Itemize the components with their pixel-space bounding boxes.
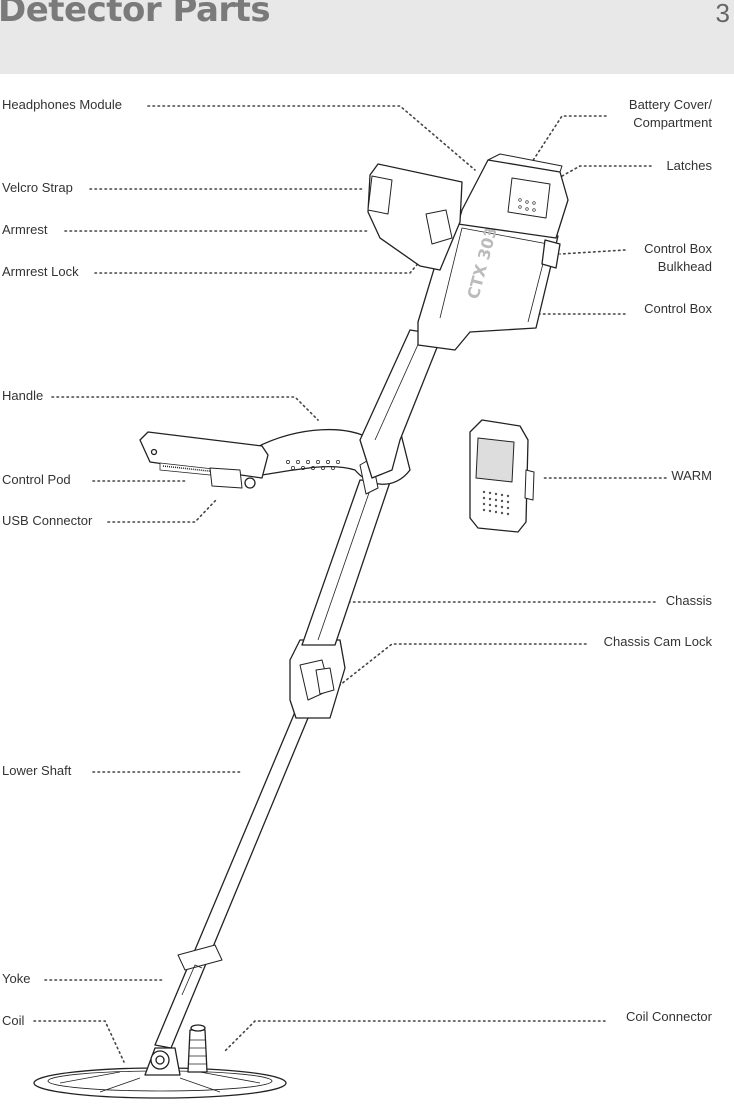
- leader-armrest-lock: [94, 239, 439, 274]
- label-control-box: Control Box: [644, 301, 712, 316]
- leader-lines: [33, 105, 667, 1063]
- leader-handle: [51, 396, 319, 421]
- velcro-strap-shape: [367, 175, 393, 215]
- label-handle: Handle: [2, 388, 44, 403]
- leader-coil-connector: [223, 1020, 606, 1053]
- control-box-bulkhead-shape: [541, 239, 561, 269]
- label-armrest-lock: Armrest Lock: [2, 264, 79, 279]
- leader-coil: [33, 1020, 125, 1063]
- chassis-shape: [301, 479, 391, 646]
- armrest-lock-shape: [425, 209, 453, 245]
- label-control-box-bulkhead-line1: Control Box: [644, 241, 712, 256]
- leader-latches: [554, 165, 652, 181]
- label-armrest: Armrest: [2, 222, 48, 237]
- leader-chassis-cam-lock: [339, 643, 587, 686]
- label-battery-cover-line2: Compartment: [633, 115, 712, 130]
- page-title: Detector Parts: [0, 0, 271, 30]
- label-battery-cover-line1: Battery Cover/: [628, 97, 712, 112]
- label-control-pod: Control Pod: [2, 472, 71, 487]
- label-headphones-module: Headphones Module: [2, 97, 122, 112]
- label-velcro-strap: Velcro Strap: [2, 180, 73, 195]
- upper-shaft-shape: [359, 329, 443, 479]
- page-number: 3: [715, 0, 730, 28]
- label-chassis: Chassis: [665, 593, 712, 608]
- label-coil-connector: Coil Connector: [626, 1009, 712, 1024]
- leader-usb-connector: [107, 499, 217, 523]
- label-coil: Coil: [2, 1013, 25, 1028]
- label-yoke: Yoke: [2, 971, 31, 986]
- label-chassis-cam-lock: Chassis Cam Lock: [603, 634, 712, 649]
- label-usb-connector: USB Connector: [2, 513, 93, 528]
- lower-shaft-shape: [154, 711, 309, 1049]
- page-header: Detector Parts 3: [0, 0, 734, 74]
- latch-shape: [507, 177, 551, 219]
- label-control-box-bulkhead-line2: Bulkhead: [657, 259, 712, 274]
- detector-drawing: CTX 3030: [33, 153, 569, 1099]
- label-warm: WARM: [671, 468, 712, 483]
- label-control-box-bulkhead: Control Box Bulkhead: [644, 240, 712, 276]
- label-latches: Latches: [666, 158, 712, 173]
- coil-connector-shape: [187, 1029, 208, 1073]
- label-lower-shaft: Lower Shaft: [2, 763, 72, 778]
- armrest-shape: [367, 163, 463, 271]
- label-battery-cover: Battery Cover/ Compartment: [629, 96, 712, 132]
- leader-control-box-bulkhead: [559, 249, 626, 255]
- control-pod-shape: [139, 431, 269, 479]
- leader-headphones-module: [147, 105, 476, 171]
- leader-battery-cover: [531, 115, 607, 163]
